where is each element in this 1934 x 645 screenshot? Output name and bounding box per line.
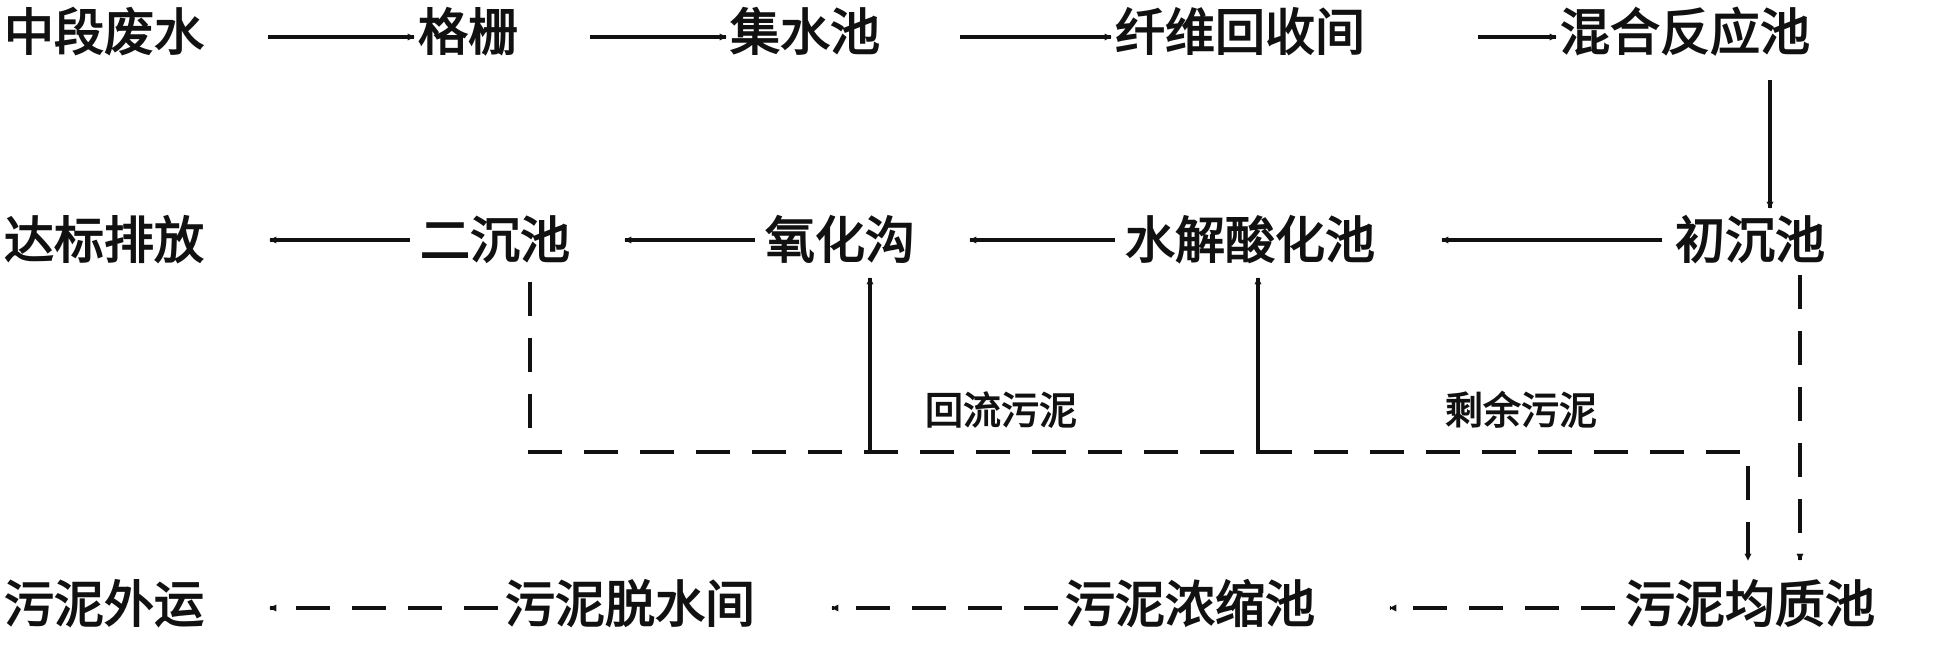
- node-erchenchi: 二沉池: [420, 212, 570, 270]
- node-yanghuagou: 氧化沟: [765, 212, 915, 270]
- node-hunhe-fanyingchi: 混合反应池: [1560, 4, 1810, 62]
- node-wuni-tuoshuijian: 污泥脱水间: [505, 576, 755, 634]
- node-wuni-nongsuochi: 污泥浓缩池: [1065, 576, 1315, 634]
- dashed-excess-sludge-line: [1258, 450, 1752, 561]
- node-jishuichi: 集水池: [729, 4, 880, 62]
- node-xianwei-huishoujian: 纤维回收间: [1115, 4, 1365, 62]
- node-gezha: 格栅: [418, 4, 518, 62]
- node-dabiao-paifang: 达标排放: [4, 212, 204, 270]
- label-huiliu-wuni: 回流污泥: [925, 389, 1077, 433]
- label-shengyu-wuni: 剩余污泥: [1445, 389, 1597, 433]
- dashed-return-sludge-loop: [528, 282, 1258, 454]
- node-zhongduan-feishui: 中段废水: [4, 4, 205, 62]
- node-shuijie-suanhuachi: 水解酸化池: [1125, 212, 1375, 270]
- node-wuni-waiyun: 污泥外运: [4, 576, 204, 634]
- node-chuchenchi: 初沉池: [1675, 212, 1825, 270]
- node-wuni-junzhichi: 污泥均质池: [1625, 576, 1875, 634]
